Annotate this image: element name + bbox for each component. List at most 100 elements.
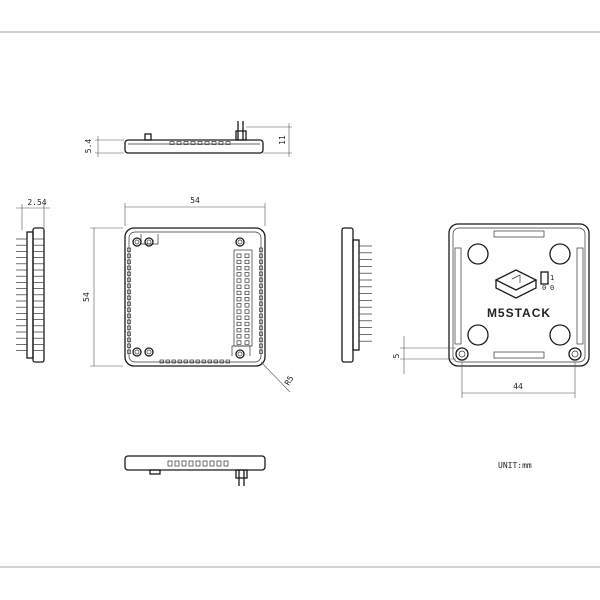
- edge-pad: [259, 253, 263, 258]
- edge-pad: [127, 343, 131, 348]
- edge-pad: [259, 319, 263, 324]
- header-pin: [236, 253, 242, 258]
- edge-pad: [259, 313, 263, 318]
- header-pin: [236, 315, 242, 320]
- edge-pad: [127, 283, 131, 288]
- edge-pad: [127, 337, 131, 342]
- header-pin: [236, 328, 242, 333]
- header-pin: [236, 297, 242, 302]
- logo-digit-left: 0: [542, 284, 546, 292]
- header-pin: [244, 290, 250, 296]
- header-pin: [244, 297, 250, 302]
- top-pin: [190, 141, 196, 145]
- logo-digit-top: 1: [550, 274, 554, 282]
- right-side-pin-column: [359, 245, 372, 342]
- header-pin: [236, 309, 242, 314]
- header-pin: [244, 321, 250, 327]
- front-right-edge-pads: [259, 247, 263, 354]
- header-pin: [244, 278, 250, 283]
- edge-pad: [183, 359, 188, 364]
- back-view: 1 0 0 M5STACK 5 44: [392, 223, 590, 398]
- header-pin: [244, 309, 250, 314]
- dim-front-height: 54: [82, 292, 91, 302]
- edge-pad: [195, 359, 200, 364]
- edge-pad: [127, 349, 131, 354]
- edge-pad: [259, 349, 263, 354]
- edge-pad: [219, 359, 224, 364]
- header-pin: [236, 334, 242, 339]
- edge-pad: [259, 301, 263, 306]
- edge-pad: [127, 295, 131, 300]
- header-pin: [236, 290, 242, 296]
- header-pin: [244, 284, 250, 289]
- edge-pad: [259, 283, 263, 288]
- edge-pad: [259, 295, 263, 300]
- bottom-pin: [167, 460, 173, 467]
- edge-pad: [259, 259, 263, 264]
- bottom-view-pin-row: [167, 460, 229, 467]
- front-view: 54 54 R5: [82, 196, 296, 393]
- edge-pad: [127, 301, 131, 306]
- edge-pad: [207, 359, 212, 364]
- edge-pad: [225, 359, 230, 364]
- header-pin: [236, 272, 242, 277]
- m5stack-logo: 1 0 0 M5STACK: [487, 269, 554, 320]
- edge-pad: [127, 271, 131, 276]
- edge-pad: [127, 253, 131, 258]
- header-pin: [236, 321, 242, 327]
- header-pin: [244, 334, 250, 339]
- bottom-pin: [209, 460, 215, 467]
- brand-name: M5STACK: [487, 306, 551, 320]
- right-side-view: [341, 227, 372, 363]
- edge-pad: [259, 331, 263, 336]
- dim-top-height: 5.4: [84, 139, 93, 154]
- left-side-pin-column: [16, 238, 44, 351]
- header-pin: [236, 259, 242, 265]
- bottom-pin: [188, 460, 194, 467]
- bottom-pin: [223, 460, 229, 467]
- top-pin: [197, 141, 203, 145]
- dim-top-pin: 11: [278, 135, 287, 145]
- edge-pad: [259, 337, 263, 342]
- edge-pad: [259, 343, 263, 348]
- dim-back-span: 44: [513, 382, 523, 391]
- header-pin: [236, 284, 242, 289]
- bottom-view: [124, 455, 266, 486]
- edge-pad: [259, 265, 263, 270]
- left-side-view: 2.54: [16, 198, 50, 363]
- edge-pad: [127, 319, 131, 324]
- edge-pad: [127, 289, 131, 294]
- dim-corner-radius: R5: [283, 374, 296, 387]
- top-pin: [176, 141, 182, 145]
- edge-pad: [127, 325, 131, 330]
- top-pin: [204, 141, 210, 145]
- header-pin: [244, 259, 250, 265]
- top-pin: [218, 141, 224, 145]
- front-bottom-edge-pads: [159, 359, 230, 364]
- header-pin: [244, 315, 250, 320]
- top-pin: [169, 141, 175, 145]
- header-pin: [244, 303, 250, 308]
- edge-pad: [127, 265, 131, 270]
- bottom-pin: [195, 460, 201, 467]
- top-view: 5.4 11: [84, 121, 292, 157]
- edge-pad: [171, 359, 176, 364]
- edge-pad: [259, 247, 263, 252]
- edge-pad: [259, 325, 263, 330]
- dim-left-pitch: 2.54: [27, 198, 46, 207]
- edge-pad: [177, 359, 182, 364]
- edge-pad: [159, 359, 164, 364]
- header-pin: [236, 278, 242, 283]
- edge-pad: [127, 307, 131, 312]
- edge-pad: [213, 359, 218, 364]
- header-pin: [236, 303, 242, 308]
- bottom-pin: [216, 460, 222, 467]
- bottom-pin: [181, 460, 187, 467]
- front-left-edge-pads: [127, 247, 131, 354]
- unit-note: UNIT:mm: [498, 461, 532, 470]
- edge-pad: [165, 359, 170, 364]
- bottom-pin: [202, 460, 208, 467]
- dim-back-offset: 5: [392, 353, 401, 358]
